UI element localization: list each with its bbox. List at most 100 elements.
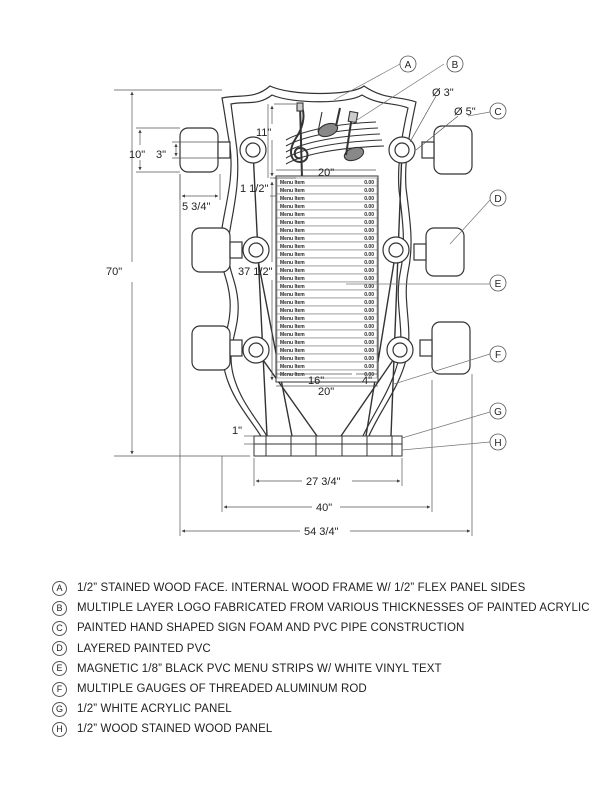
menu-item-price: 0.00: [364, 196, 374, 202]
menu-item-price: 0.00: [364, 252, 374, 258]
callout-b: B: [446, 55, 464, 73]
legend-text: MULTIPLE LAYER LOGO FABRICATED FROM VARI…: [77, 602, 590, 615]
legend-text: LAYERED PAINTED PVC: [77, 642, 211, 655]
menu-strip: Menu Item 0.00: [276, 361, 378, 371]
menu-item-price: 0.00: [364, 188, 374, 194]
callout-h: H: [489, 433, 507, 451]
dim-4: 4": [362, 375, 372, 387]
menu-item-price: 0.00: [364, 308, 374, 314]
dimension-lines: [114, 89, 473, 536]
wood-panel: [253, 443, 403, 457]
menu-item-label: Menu Item: [280, 316, 305, 322]
svg-text:G: G: [494, 407, 502, 418]
menu-item-price: 0.00: [364, 180, 374, 186]
legend-text: MAGNETIC 1/8” BLACK PVC MENU STRIPS W/ W…: [77, 662, 442, 675]
menu-item-label: Menu Item: [280, 188, 305, 194]
dim-54-3-4: 54 3/4": [304, 526, 339, 538]
legend-text: 1/2” WHITE ACRYLIC PANEL: [77, 703, 232, 716]
dim-10: 10": [129, 149, 145, 161]
menu-item-label: Menu Item: [280, 244, 305, 250]
legend-badge: H: [52, 721, 67, 737]
music-logo: [285, 102, 385, 186]
menu-item-price: 0.00: [364, 228, 374, 234]
dim-1-1-2: 1 1/2": [240, 183, 268, 195]
menu-item-price: 0.00: [364, 316, 374, 322]
menu-item-price: 0.00: [364, 340, 374, 346]
legend-badge: E: [52, 661, 67, 677]
svg-text:E: E: [495, 279, 502, 290]
menu-item-label: Menu Item: [280, 300, 305, 306]
menu-item-price: 0.00: [364, 260, 374, 266]
menu-item-price: 0.00: [364, 276, 374, 282]
menu-item-label: Menu Item: [280, 260, 305, 266]
menu-item-label: Menu Item: [280, 236, 305, 242]
svg-text:D: D: [494, 194, 501, 205]
callout-e: E: [489, 274, 507, 292]
menu-strip: Menu Item 0.00: [276, 185, 378, 195]
svg-text:C: C: [494, 107, 501, 118]
menu-strip: Menu Item 0.00: [276, 257, 378, 267]
dim-40: 40": [316, 502, 332, 514]
menu-item-label: Menu Item: [280, 356, 305, 362]
dim-1: 1": [232, 425, 242, 437]
legend-text: 1/2” STAINED WOOD FACE. INTERNAL WOOD FR…: [77, 582, 526, 595]
menu-item-price: 0.00: [364, 244, 374, 250]
callout-a: A: [399, 55, 417, 73]
menu-item-label: Menu Item: [280, 364, 305, 370]
dim-37-1-2: 37 1/2": [238, 266, 273, 278]
tuner-keys-right: [413, 125, 473, 375]
tuning-posts: [239, 136, 416, 364]
menu-item-label: Menu Item: [280, 372, 305, 378]
legend-item-a: A 1/2” STAINED WOOD FACE. INTERNAL WOOD F…: [52, 578, 592, 598]
menu-item-label: Menu Item: [280, 292, 305, 298]
dia-3: Ø 3": [432, 87, 454, 99]
menu-item-label: Menu Item: [280, 276, 305, 282]
legend-item-b: B MULTIPLE LAYER LOGO FABRICATED FROM VAR…: [52, 598, 592, 618]
dim-5-3-4: 5 3/4": [182, 201, 210, 213]
menu-item-label: Menu Item: [280, 220, 305, 226]
menu-item-price: 0.00: [364, 284, 374, 290]
legend: A 1/2” STAINED WOOD FACE. INTERNAL WOOD F…: [52, 578, 592, 740]
menu-strip: Menu Item 0.00: [276, 313, 378, 323]
menu-item-label: Menu Item: [280, 308, 305, 314]
menu-strip: Menu Item 0.00: [276, 321, 378, 331]
legend-badge: B: [52, 600, 67, 616]
legend-text: PAINTED HAND SHAPED SIGN FOAM AND PVC PI…: [77, 622, 465, 635]
svg-text:F: F: [495, 350, 501, 361]
svg-text:A: A: [405, 60, 412, 71]
menu-strip: Menu Item 0.00: [276, 241, 378, 251]
dim-3: 3": [156, 149, 166, 161]
menu-item-price: 0.00: [364, 364, 374, 370]
aluminum-rods: [252, 149, 403, 437]
dim-70: 70": [106, 266, 122, 278]
legend-item-e: E MAGNETIC 1/8” BLACK PVC MENU STRIPS W/ …: [52, 659, 592, 679]
menu-item-price: 0.00: [364, 332, 374, 338]
legend-badge: A: [52, 580, 67, 596]
menu-strip: Menu Item 0.00: [276, 305, 378, 315]
menu-item-price: 0.00: [364, 324, 374, 330]
menu-item-label: Menu Item: [280, 204, 305, 210]
legend-badge: G: [52, 701, 67, 717]
menu-item-label: Menu Item: [280, 324, 305, 330]
menu-strip: Menu Item 0.00: [276, 353, 378, 363]
dim-16: 16": [308, 375, 324, 387]
menu-item-price: 0.00: [364, 220, 374, 226]
menu-item-price: 0.00: [364, 348, 374, 354]
dia-5: Ø 5": [454, 106, 476, 118]
menu-item-label: Menu Item: [280, 348, 305, 354]
menu-item-price: 0.00: [364, 356, 374, 362]
callout-g: G: [489, 402, 507, 420]
